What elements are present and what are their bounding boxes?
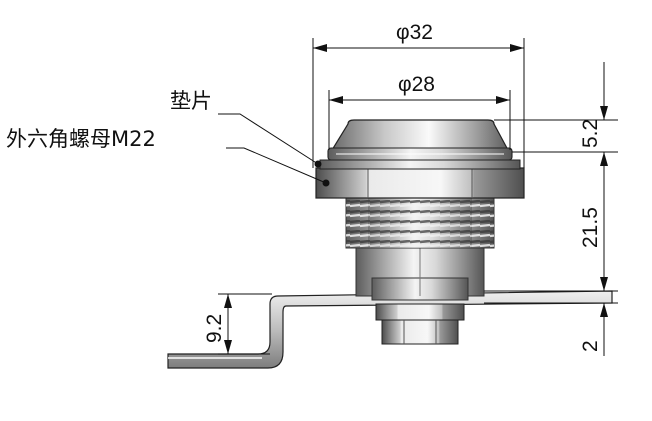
cam-thickness-label: 2 bbox=[579, 340, 602, 352]
dimension-cap-diameter: φ28 bbox=[328, 73, 511, 150]
body-length-label: 21.5 bbox=[579, 207, 602, 248]
washer bbox=[319, 159, 521, 170]
dimension-cam-offset: 9.2 bbox=[203, 293, 272, 355]
cam-offset-label: 9.2 bbox=[203, 314, 226, 343]
washer-label: 垫片 bbox=[170, 89, 212, 113]
hex-nut-label: 外六角螺母M22 bbox=[6, 127, 156, 151]
cap-diameter-label: φ28 bbox=[398, 73, 435, 96]
callout-washer: 垫片 bbox=[170, 89, 322, 168]
cap-height-label: 5.2 bbox=[579, 119, 602, 148]
hex-nut bbox=[315, 167, 525, 199]
lock-body-cylinder bbox=[355, 245, 485, 301]
cap-head bbox=[327, 119, 513, 161]
dimension-outer-diameter: φ32 bbox=[312, 21, 525, 168]
bottom-nut bbox=[375, 303, 465, 345]
dimension-right-stack: 5.2 21.5 2 bbox=[484, 62, 618, 356]
threaded-body bbox=[345, 195, 495, 249]
callout-hex-nut: 外六角螺母M22 bbox=[6, 127, 330, 187]
outer-diameter-label: φ32 bbox=[396, 21, 433, 44]
